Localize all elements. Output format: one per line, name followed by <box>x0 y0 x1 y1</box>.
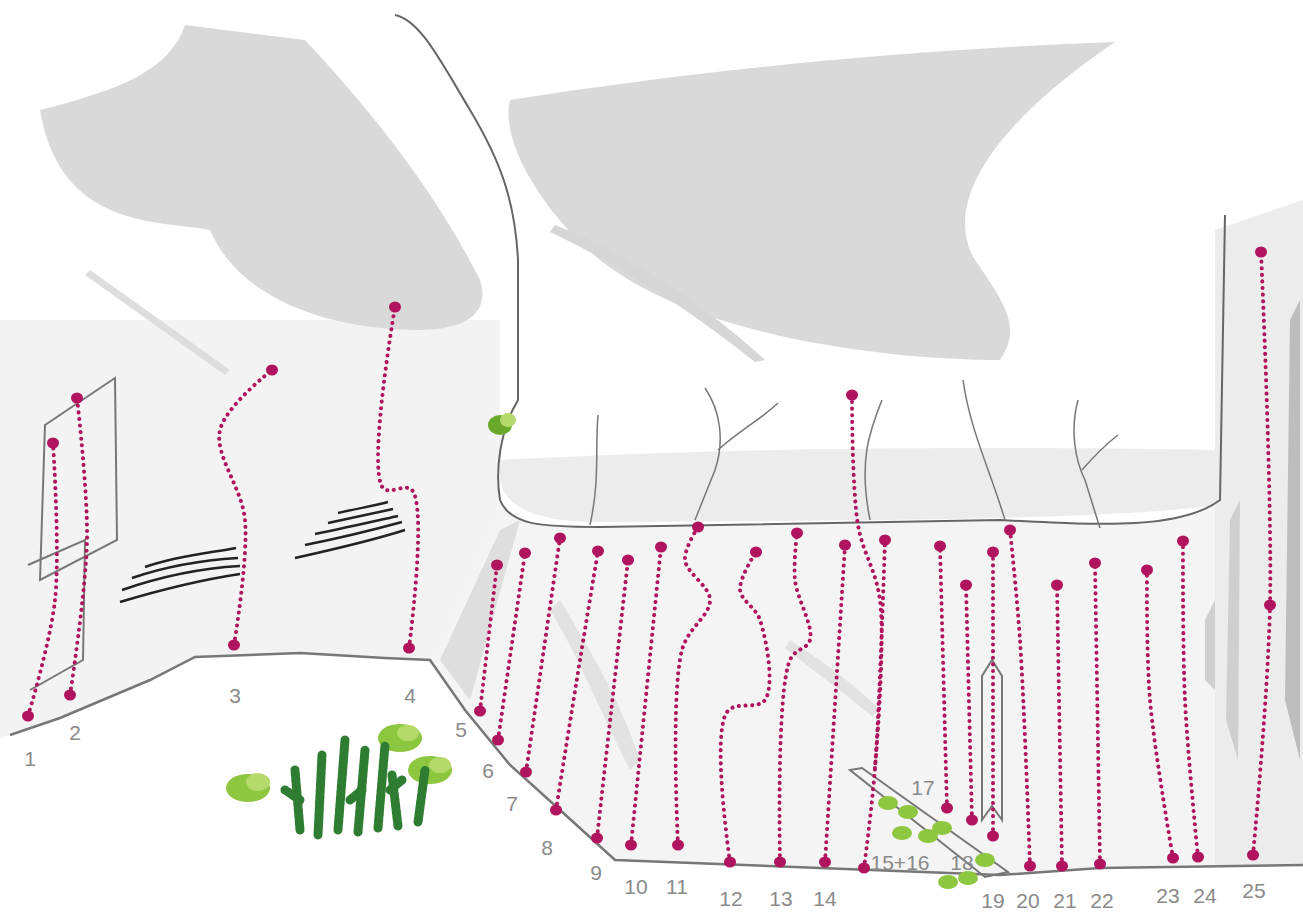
shrub <box>285 740 425 835</box>
pillar-streak <box>1205 600 1215 690</box>
route-number: 13 <box>769 888 792 909</box>
route-number: 19 <box>981 889 1004 910</box>
route-number: 23 <box>1156 885 1179 906</box>
rock-streak <box>85 270 230 375</box>
route-number: 21 <box>1053 889 1076 910</box>
overhang-shade <box>508 42 1115 360</box>
roof-band <box>500 448 1220 522</box>
route-number: 7 <box>506 793 518 814</box>
route-lines <box>22 247 1276 874</box>
route-number: 5 <box>455 719 467 740</box>
route-number: 17 <box>911 777 934 798</box>
ground-line <box>10 653 1303 875</box>
route-number: 9 <box>590 862 602 883</box>
route-number: 20 <box>1016 889 1039 910</box>
route-number: 22 <box>1090 889 1113 910</box>
slab-shade <box>550 600 640 770</box>
route-number: 11 <box>666 876 688 897</box>
route-number: 8 <box>541 837 553 858</box>
bushes <box>226 413 995 889</box>
main-wall <box>430 500 1220 875</box>
route-number: 1 <box>24 748 36 769</box>
route-boxes <box>28 378 1008 877</box>
route-number: 15+16 <box>871 852 930 873</box>
route-number: 24 <box>1193 885 1216 906</box>
right-pillar <box>1215 200 1303 865</box>
roof-outline <box>395 15 1225 527</box>
pillar-streak <box>1285 300 1300 760</box>
route-number: 25 <box>1242 880 1265 901</box>
rock-streak <box>550 225 765 362</box>
route-number: 3 <box>229 685 241 706</box>
route-number: 4 <box>404 685 416 706</box>
slab-shade <box>785 640 880 716</box>
pillar-streak <box>1226 500 1240 760</box>
left-wall <box>0 320 500 738</box>
route-number: 18 <box>950 852 973 873</box>
overhang-marks <box>120 502 405 602</box>
route-number: 2 <box>69 722 81 743</box>
route-number: 6 <box>482 760 494 781</box>
route-number: 12 <box>719 888 742 909</box>
route-number: 10 <box>624 876 647 897</box>
route-number: 14 <box>813 888 836 909</box>
